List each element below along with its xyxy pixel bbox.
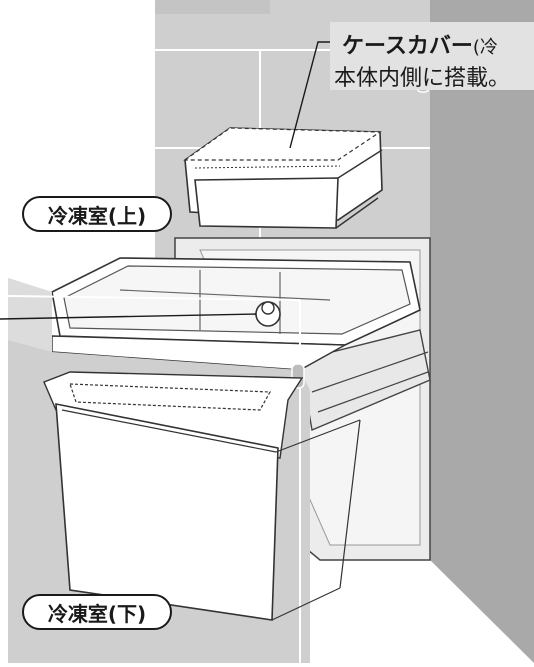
case-cover-label: ケースカバー [342,34,473,59]
callout-title: ケースカバー(冷 [342,28,498,60]
cabinet-top-strip [155,0,270,14]
callout-line2: 本体内側に搭載。 [334,66,511,91]
callout-box [330,22,534,90]
leader-line [0,313,257,320]
lower-storage-case [43,371,361,621]
upper-freezer-case [183,127,383,229]
upper-freezer-label: 冷凍室(上) [22,196,172,232]
callout-title-suffix: (冷 [472,37,498,58]
lower-freezer-label: 冷凍室(下) [22,594,172,630]
cabinet-side-panel [430,0,534,663]
